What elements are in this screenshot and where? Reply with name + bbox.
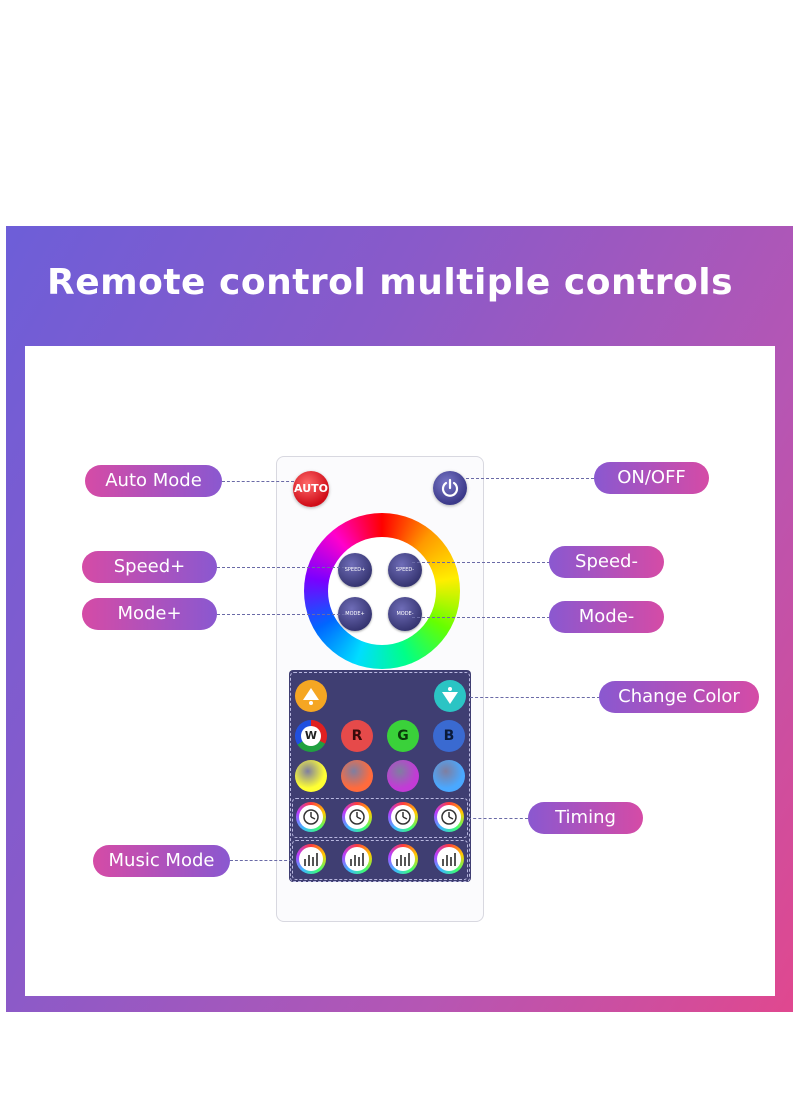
music-mode-2-button[interactable] [342,844,372,874]
white-key[interactable]: W [295,720,327,752]
leader-speed-minus [412,562,550,563]
leader-timing [468,818,528,819]
arrow-down-icon [442,687,458,704]
label-mode-minus: Mode- [549,601,664,633]
timer-1h-button[interactable] [296,802,326,832]
page-title: Remote control multiple controls [46,262,734,303]
label-auto-mode: Auto Mode [85,465,222,497]
equalizer-icon [350,853,364,866]
label-change-color: Change Color [599,681,759,713]
leader-on-off [466,478,594,479]
color-wheel-center [328,537,436,645]
label-on-off: ON/OFF [594,462,709,494]
leader-mode-minus [412,617,550,618]
equalizer-icon [304,853,318,866]
color-swatch-yellow[interactable] [295,760,327,792]
blue-key[interactable]: B [433,720,465,752]
speed-minus-button[interactable]: SPEED- [388,553,422,587]
clock-icon [349,809,365,825]
color-swatch-purple[interactable] [387,760,419,792]
timing-outline [292,798,468,838]
arrow-up-icon [303,688,319,705]
leader-change-color [470,697,600,698]
red-key[interactable]: R [341,720,373,752]
brightness-down-button[interactable] [434,680,466,712]
label-speed-minus: Speed- [549,546,664,578]
music-mode-4-button[interactable] [434,844,464,874]
white-key-label: W [301,726,321,746]
music-mode-1-button[interactable] [296,844,326,874]
leader-speed-plus [217,567,345,568]
brightness-up-button[interactable] [295,680,327,712]
green-key[interactable]: G [387,720,419,752]
label-music-mode: Music Mode [93,845,230,877]
auto-button[interactable]: AUTO [293,471,329,507]
clock-icon [303,809,319,825]
color-wheel [304,513,460,669]
power-button[interactable] [433,471,467,505]
color-swatch-orange[interactable] [341,760,373,792]
music-mode-3-button[interactable] [388,844,418,874]
timer-2h-button[interactable] [342,802,372,832]
label-timing: Timing [528,802,643,834]
equalizer-icon [442,853,456,866]
equalizer-icon [396,853,410,866]
label-mode-plus: Mode+ [82,598,217,630]
leader-mode-plus [217,614,345,615]
label-speed-plus: Speed+ [82,551,217,583]
leader-music-mode [230,860,292,861]
color-swatch-light-blue[interactable] [433,760,465,792]
music-outline [292,840,468,880]
timer-3h-button[interactable] [388,802,418,832]
clock-icon [441,809,457,825]
speed-plus-button[interactable]: SPEED+ [338,553,372,587]
power-icon [441,478,459,497]
mode-minus-button[interactable]: MODE- [388,597,422,631]
timer-4h-button[interactable] [434,802,464,832]
keypad-outline [290,672,470,882]
clock-icon [395,809,411,825]
leader-auto-mode [222,481,294,482]
